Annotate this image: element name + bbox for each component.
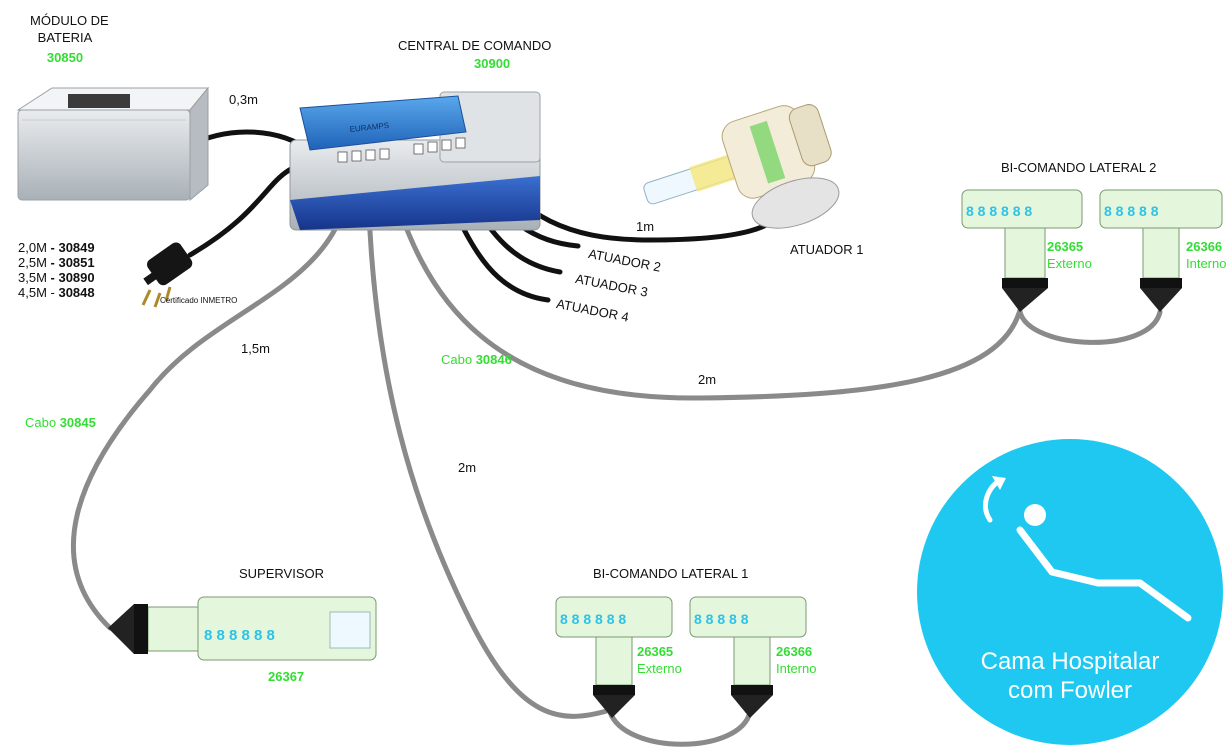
svg-text:8 8 8 8 8 8: 8 8 8 8 8 8 (560, 611, 626, 627)
power-option: 4,5M - 30848 (18, 285, 95, 300)
lateral2-cable-length: 2m (698, 372, 717, 387)
bicomando1-ext-label: Externo (637, 661, 682, 676)
bicomando2-ext-code: 26365 (1047, 239, 1084, 254)
svg-text:EURAMPS: EURAMPS (349, 121, 389, 134)
bicomando2-ext-label: Externo (1047, 256, 1092, 271)
battery-title-line2: BATERIA (37, 30, 93, 45)
svg-text:8 8 8 8 8 8: 8 8 8 8 8 8 (966, 203, 1032, 219)
cable-supervisor (71, 155, 355, 631)
cable-lateral2-bridge (1017, 309, 1163, 345)
bicomando1-int-code: 26366 (776, 644, 813, 659)
supervisor-cable-length: 1,5m (241, 341, 270, 356)
supervisor-code: 26367 (268, 669, 305, 684)
patient-head-icon (1024, 504, 1046, 526)
svg-text:8 8 8 8 8: 8 8 8 8 8 (694, 611, 749, 627)
cabo-mid-label: Cabo 30846 (441, 352, 512, 367)
lateral1-cable-length: 2m (458, 460, 477, 475)
power-plug (141, 242, 193, 308)
gray-cables (71, 155, 1163, 747)
central-unit: EURAMPS (289, 91, 541, 231)
bicomando2-int-label: Interno (1186, 256, 1227, 271)
power-option: 2,5M - 30851 (18, 255, 95, 270)
svg-text:8 8 8 8 8: 8 8 8 8 8 (1104, 203, 1159, 219)
bicomando1-int-label: Interno (776, 661, 817, 676)
battery-code: 30850 (46, 50, 84, 65)
power-option: 3,5M - 30890 (18, 270, 95, 285)
certificate-label: Certificado INMETRO (160, 296, 238, 305)
battery-title-line1: MÓDULO DE (30, 13, 109, 28)
badge-line1: Cama Hospitalar (980, 648, 1160, 675)
bicomando2-title: BI-COMANDO LATERAL 2 (1001, 160, 1157, 175)
central-title: CENTRAL DE COMANDO (398, 38, 552, 53)
power-option: 2,0M - 30849 (18, 240, 95, 255)
power-cable-options: 2,0M - 30849 2,5M - 30851 3,5M - 30890 4… (18, 240, 95, 300)
cable-lateral1 (365, 155, 613, 719)
central-code: 30900 (474, 56, 511, 71)
fowler-badge (917, 439, 1223, 745)
badge-line2: com Fowler (1007, 677, 1133, 704)
actuator1-cable-length: 1m (636, 219, 655, 234)
patient-body-icon (1016, 526, 1192, 622)
cable-lateral2 (382, 155, 1023, 401)
bicomando1-graphic: 8 8 8 8 8 8 8 8 8 8 8 (555, 596, 807, 718)
cabo-left-label: Cabo 30845 (25, 415, 96, 430)
cable-lateral1-bridge (607, 709, 753, 747)
bicomando2-graphic: 8 8 8 8 8 8 8 8 8 8 8 (961, 189, 1223, 312)
bicomando1-ext-code: 26365 (637, 644, 674, 659)
battery-cable-length: 0,3m (229, 92, 258, 107)
supervisor-title: SUPERVISOR (239, 566, 325, 581)
actuator1-label: ATUADOR 1 (790, 242, 864, 257)
svg-text:8 8 8 8 8 8: 8 8 8 8 8 8 (204, 627, 275, 644)
battery-module (16, 86, 210, 202)
bicomando1-title: BI-COMANDO LATERAL 1 (593, 566, 749, 581)
supervisor-graphic: 8 8 8 8 8 8 (108, 596, 377, 661)
bicomando2-int-code: 26366 (1186, 239, 1223, 254)
actuator (643, 104, 840, 229)
